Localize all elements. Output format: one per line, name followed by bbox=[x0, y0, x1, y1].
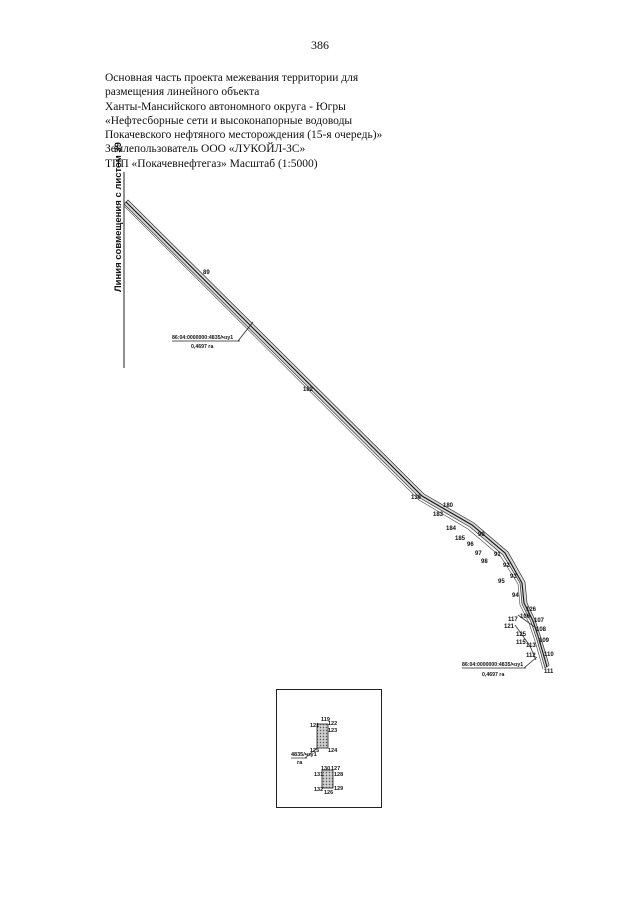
point-label: 183 bbox=[433, 512, 444, 518]
point-label: 94 bbox=[512, 593, 519, 599]
inset-point-label: 130 bbox=[321, 766, 330, 772]
parcel-label-1: 86:04:0000000:4835/чзу1 bbox=[172, 335, 233, 341]
inset-point-label: 123 bbox=[328, 728, 337, 734]
inset-parcel bbox=[316, 723, 329, 749]
point-label: 90 bbox=[478, 532, 485, 538]
point-label: 108 bbox=[536, 627, 547, 633]
point-label: 93 bbox=[510, 574, 517, 580]
header-line: Основная часть проекта межевания террито… bbox=[105, 72, 359, 84]
point-label: 113 bbox=[526, 643, 536, 649]
point-label: 97 bbox=[475, 551, 482, 557]
point-label: 136 bbox=[411, 495, 422, 501]
point-label: 107 bbox=[534, 618, 545, 624]
inset-point-label: 131 bbox=[314, 772, 323, 778]
point-label: 111 bbox=[544, 669, 554, 675]
point-label: 96 bbox=[467, 542, 474, 548]
point-label: 92 bbox=[503, 563, 510, 569]
inset-point-label: 124 bbox=[328, 748, 338, 754]
point-label: 125 bbox=[516, 632, 527, 638]
point-label: 112 bbox=[526, 653, 536, 659]
point-label: 126 bbox=[526, 607, 537, 613]
inset-point-label: 126 bbox=[324, 790, 333, 796]
point-label: 117 bbox=[508, 617, 518, 623]
branch-line bbox=[517, 614, 541, 645]
match-line-label: Линия совмещения с листом 39 bbox=[113, 142, 124, 292]
point-label: 180 bbox=[443, 503, 454, 509]
corridor-edge bbox=[123, 205, 544, 670]
header-line: ТПП «Покачевнефтегаз» Масштаб (1:5000) bbox=[105, 157, 318, 170]
inset-drawing: 4835/чзу1 га 119 122 121 123 125 124 130… bbox=[291, 717, 343, 796]
inset-point-label: 119 bbox=[321, 717, 330, 723]
point-label: 89 bbox=[203, 270, 210, 276]
document-header: Основная часть проекта межевания террито… bbox=[105, 71, 425, 171]
callout-leader bbox=[237, 321, 254, 342]
point-label: 91 bbox=[494, 552, 501, 558]
corridor-band bbox=[123, 199, 550, 669]
page-number: 386 bbox=[311, 38, 329, 52]
inset-point-label: 128 bbox=[334, 772, 343, 778]
point-label: 185 bbox=[455, 536, 466, 542]
inset-point-label: 132 bbox=[314, 787, 323, 793]
point-label: 106 bbox=[520, 614, 531, 620]
header-line: «Нефтесборные сети и высоконапорные водо… bbox=[105, 114, 353, 127]
header-line: размещения линейного объекта bbox=[105, 86, 260, 99]
inset-point-label: 127 bbox=[331, 766, 340, 772]
callout-leader bbox=[304, 747, 318, 759]
header-line: Землепользователь ООО «ЛУКОЙЛ-ЗС» bbox=[105, 143, 306, 156]
branch-line bbox=[514, 624, 537, 661]
point-label: 184 bbox=[446, 526, 457, 532]
point-label: 110 bbox=[544, 652, 554, 658]
inset-area-unit: га bbox=[297, 760, 303, 766]
inset-point-label: 122 bbox=[328, 721, 337, 727]
point-label: 109 bbox=[539, 638, 550, 644]
inset-point-label: 125 bbox=[310, 748, 319, 754]
point-label: 115 bbox=[516, 640, 526, 646]
parcel-label-2: 86:04:0000000:4835/чзу1 bbox=[462, 662, 523, 668]
point-label: 98 bbox=[481, 559, 488, 565]
point-label: 182 bbox=[303, 387, 314, 393]
inset-scheme: 4835/чзу1 га 119 122 121 123 125 124 130… bbox=[276, 689, 382, 808]
pipeline-line bbox=[125, 201, 548, 668]
inset-parcel-label: 4835/чзу1 bbox=[291, 752, 317, 758]
point-label: 95 bbox=[498, 579, 505, 585]
header-line: Ханты-Мансийского автономного округа - Ю… bbox=[105, 100, 346, 113]
callout-leader bbox=[523, 656, 538, 669]
inset-point-label: 121 bbox=[310, 723, 319, 729]
area-label-1: 0,4697 га bbox=[191, 344, 213, 350]
inset-parcel bbox=[321, 769, 334, 789]
header-line: Покачевского нефтяного месторождения (15… bbox=[105, 129, 383, 142]
point-label: 121 bbox=[504, 624, 515, 630]
area-label-2: 0,4697 га bbox=[482, 672, 504, 678]
inset-point-label: 129 bbox=[334, 786, 343, 792]
